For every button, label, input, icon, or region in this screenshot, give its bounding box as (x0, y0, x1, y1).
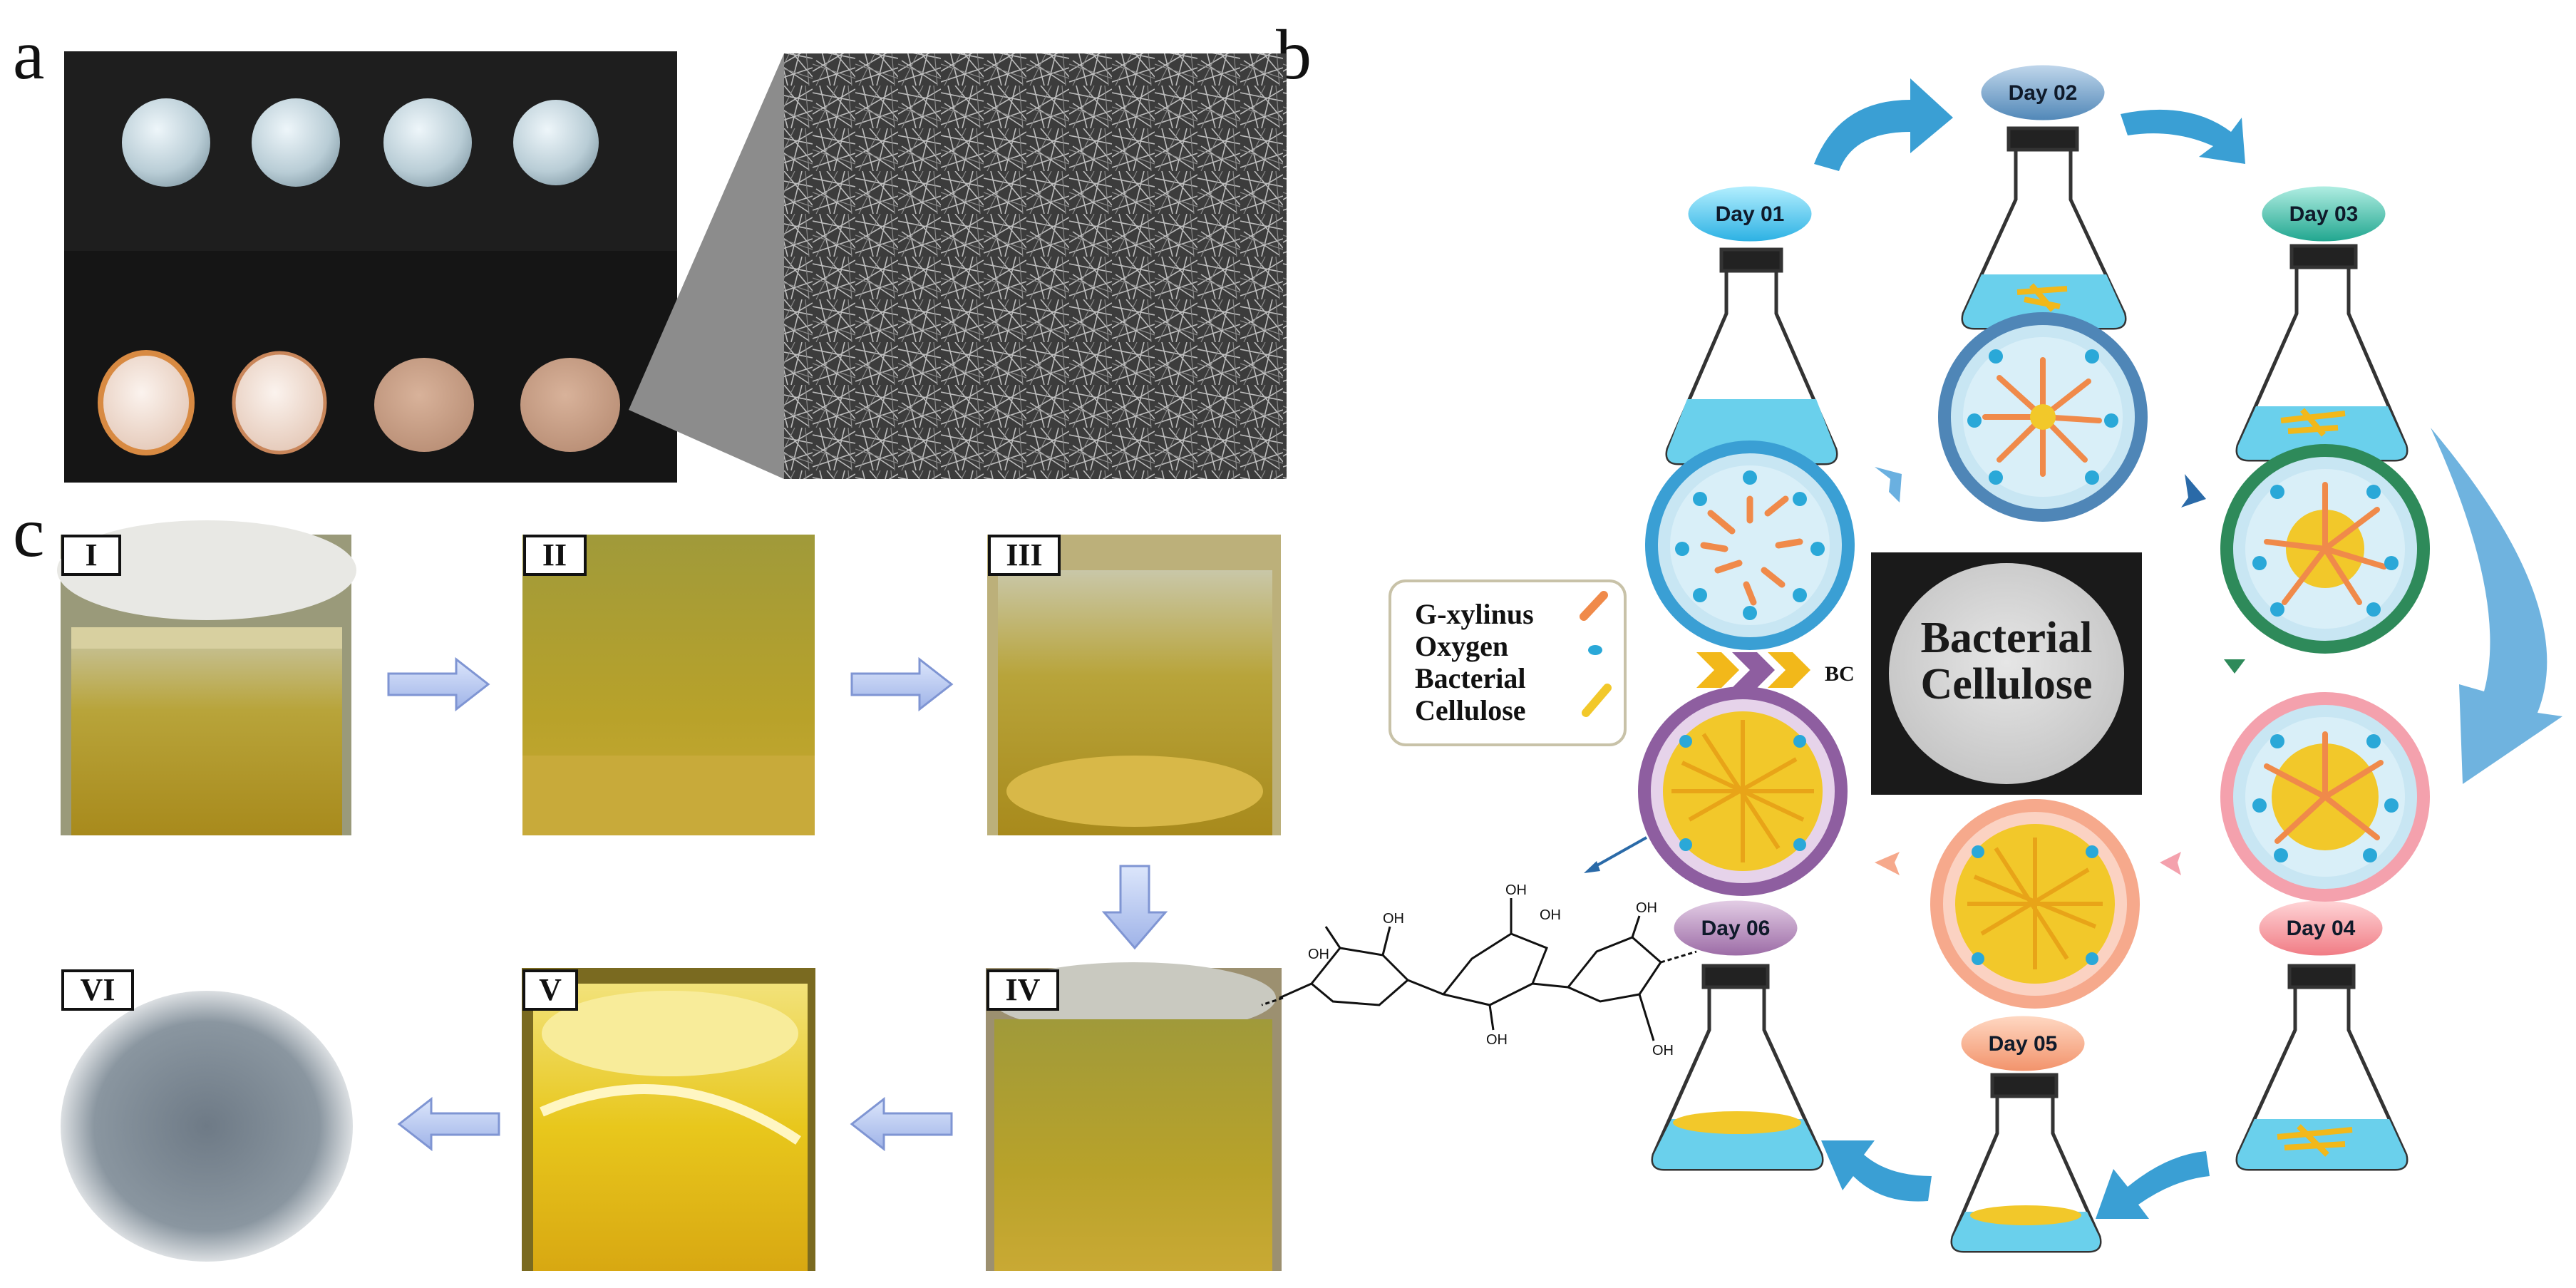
culture-disc-day-1 (1645, 441, 1855, 650)
step-label-box-3 (988, 535, 1061, 576)
cycle-arrow-4-5 (2096, 1151, 2210, 1219)
zoom-wedge (629, 53, 784, 479)
step-photo-4 (986, 962, 1282, 1271)
panel-a-photo (64, 51, 677, 483)
legend-item-2: Oxygen (1415, 630, 1508, 662)
culture-disc-day-6 (1638, 686, 1848, 896)
day-label-1: Day 01 (1716, 202, 1785, 226)
day-badge-2 (1979, 63, 2107, 123)
step-photo-3 (987, 535, 1281, 835)
day-badge-1 (1686, 184, 1814, 244)
panel-label-c: c (13, 493, 44, 572)
step-label-5: V (539, 972, 562, 1007)
day-badge-3 (2260, 184, 2388, 244)
flask-day-1 (1665, 247, 1838, 465)
bc-chevrons (1696, 652, 1810, 688)
legend-item-4: Cellulose (1415, 694, 1526, 726)
step-photo-1 (57, 520, 356, 835)
panel-label-a: a (13, 15, 44, 94)
step-label-6: VI (81, 972, 115, 1007)
svg-text:OH: OH (1383, 911, 1404, 927)
day-label-2: Day 02 (2009, 81, 2078, 105)
legend-item-1: G-xylinus (1415, 598, 1534, 630)
culture-disc-day-5 (1930, 799, 2140, 1009)
culture-disc-day-2 (1938, 312, 2148, 522)
flask-day-5 (1950, 1073, 2102, 1253)
step-label-3: III (1006, 537, 1042, 572)
step-label-1: I (85, 537, 97, 572)
process-arrow-3-4 (1101, 865, 1168, 950)
process-arrow-1-2 (387, 656, 490, 712)
chevron-icon (2160, 852, 2181, 875)
step-label-box-1 (61, 535, 121, 576)
day-label-5: Day 05 (1989, 1032, 2058, 1056)
day-label-6: Day 06 (1701, 917, 1771, 940)
cycle-arrow-5-6 (1821, 1140, 1932, 1202)
step-photo-5 (522, 968, 815, 1271)
bacterial-cellulose-photo (1871, 552, 2142, 795)
hydrogel-samples (122, 98, 599, 187)
step-label-box-5 (522, 969, 578, 1011)
chevron-icon (1875, 852, 1900, 875)
flask-day-3 (2235, 244, 2408, 462)
structure-pointer-arrow (1589, 836, 1647, 871)
cycle-arrow-3-4 (2431, 428, 2562, 784)
dried-samples (98, 350, 620, 455)
step-label-4: IV (1006, 972, 1041, 1007)
flask-day-4 (2235, 964, 2408, 1171)
flask-day-2 (1961, 126, 2127, 330)
bc-photo-title-line-1: Bacterial (1920, 614, 2092, 662)
process-arrow-4-5 (850, 1096, 953, 1152)
legend: G-xylinus Oxygen Bacterial Cellulose (1389, 579, 1627, 746)
legend-bacteria-icon (1580, 591, 1608, 621)
bc-abbrev: BC (1825, 662, 1855, 686)
legend-item-3: Bacterial (1415, 662, 1526, 694)
culture-disc-day-4 (2220, 692, 2430, 902)
day-label-3: Day 03 (2289, 202, 2359, 226)
process-arrow-2-3 (850, 656, 954, 712)
chevron-icon (1875, 467, 1902, 503)
svg-text:OH: OH (1652, 1043, 1674, 1058)
svg-text:OH: OH (1486, 1032, 1508, 1048)
cycle-arrow-2-3 (2121, 109, 2245, 164)
day-badge-6 (1671, 898, 1800, 958)
chevron-icon (2224, 659, 2245, 674)
day-badge-5 (1959, 1014, 2087, 1073)
svg-text:OH: OH (1308, 947, 1329, 962)
svg-text:OH: OH (1636, 900, 1657, 916)
step-label-box-4 (986, 969, 1059, 1011)
hydroxyl-labels: OH OH OH OH OH OH OH (1308, 882, 1674, 1058)
bc-photo-title-line-2: Cellulose (1920, 660, 2092, 709)
step-label-box-6 (61, 969, 134, 1011)
step-label-box-2 (523, 535, 587, 576)
process-arrow-5-6 (397, 1096, 500, 1152)
chevron-icon (2181, 474, 2206, 508)
day-label-4: Day 04 (2287, 917, 2356, 940)
legend-oxygen-icon (1588, 645, 1602, 655)
legend-cellulose-icon (1582, 684, 1612, 717)
sem-micrograph (784, 53, 1287, 479)
step-photo-6 (61, 991, 353, 1262)
step-photo-2 (522, 535, 815, 835)
step-label-2: II (542, 537, 567, 572)
svg-text:OH: OH (1540, 907, 1561, 923)
culture-disc-day-3 (2220, 444, 2430, 654)
cellulose-structure (1261, 898, 1697, 1041)
cycle-arrow-1-2 (1814, 78, 1953, 171)
svg-text:OH: OH (1505, 882, 1527, 898)
flask-day-6 (1651, 964, 1824, 1171)
